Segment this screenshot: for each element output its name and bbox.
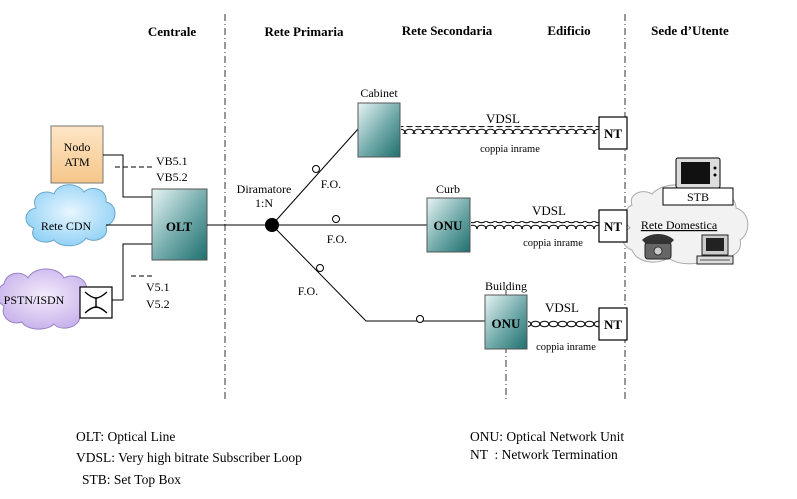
curb-label: Curb bbox=[436, 182, 460, 196]
building-onu-box: ONU bbox=[484, 294, 528, 350]
stb-box: STB bbox=[662, 187, 734, 206]
curb-onu-box: ONU bbox=[426, 197, 471, 253]
building-label: Building bbox=[485, 279, 527, 293]
copper-pair-cabinet bbox=[401, 126, 599, 134]
nodo-atm: Nodo ATM bbox=[50, 125, 104, 184]
olt-label: OLT bbox=[166, 219, 193, 234]
copper-pair-curb bbox=[471, 221, 599, 229]
switch-icon bbox=[79, 286, 113, 319]
nt-box-building: NT bbox=[598, 307, 628, 341]
rete-domestica-label: Rete Domestica bbox=[641, 218, 718, 232]
header-centrale: Centrale bbox=[148, 24, 197, 39]
nt-label-cabinet: NT bbox=[604, 126, 622, 141]
legend-stb: STB: Set Top Box bbox=[82, 472, 181, 487]
legend-nt: NT : Network Termination bbox=[470, 447, 618, 462]
tv-icon bbox=[675, 157, 721, 189]
vdsl-label-curb: VDSL bbox=[532, 203, 566, 218]
legend-vdsl: VDSL: Very high bitrate Subscriber Loop bbox=[76, 450, 302, 465]
header-sede-utente: Sede d’Utente bbox=[651, 23, 729, 38]
vdsl-label-cabinet: VDSL bbox=[486, 111, 520, 126]
nodo-atm-label-1: Nodo bbox=[64, 140, 91, 154]
legend-olt: OLT: Optical Line bbox=[76, 429, 175, 444]
stb-label: STB bbox=[687, 190, 709, 204]
fiber-markers bbox=[312, 165, 424, 323]
vb51-label: VB5.1 bbox=[156, 154, 188, 168]
curb-onu-label: ONU bbox=[434, 218, 464, 233]
telephone-icon bbox=[642, 234, 674, 260]
pstn-isdn-label: PSTN/ISDN bbox=[4, 293, 65, 307]
rete-cdn-label: Rete CDN bbox=[41, 219, 92, 233]
v51-label: V5.1 bbox=[146, 280, 170, 294]
rete-cdn-cloud: Rete CDN bbox=[25, 184, 116, 247]
diramatore-label-2: 1:N bbox=[255, 196, 273, 210]
section-dividers bbox=[224, 14, 626, 400]
coppia-label-curb: coppia inrame bbox=[523, 238, 583, 249]
header-rete-secondaria: Rete Secondaria bbox=[402, 23, 493, 38]
copper-pair-building bbox=[528, 320, 599, 328]
coppia-label-cabinet: coppia inrame bbox=[480, 144, 540, 155]
computer-icon bbox=[696, 234, 734, 265]
header-edificio: Edificio bbox=[547, 23, 590, 38]
fo-label-lower: F.O. bbox=[298, 284, 318, 298]
fo-label-middle: F.O. bbox=[327, 232, 347, 246]
vdsl-label-building: VDSL bbox=[545, 300, 579, 315]
nt-box-cabinet: NT bbox=[598, 116, 628, 150]
nt-box-curb: NT bbox=[598, 209, 628, 243]
nodo-atm-label-2: ATM bbox=[64, 155, 90, 169]
building-onu-label: ONU bbox=[492, 316, 522, 331]
diramatore-label-1: Diramatore bbox=[237, 182, 292, 196]
vb52-label: VB5.2 bbox=[156, 170, 188, 184]
header-rete-primaria: Rete Primaria bbox=[264, 24, 344, 39]
interface-dashes bbox=[115, 166, 152, 277]
v52-label: V5.2 bbox=[146, 297, 170, 311]
fiber-links bbox=[271, 128, 485, 322]
olt-links bbox=[103, 154, 272, 301]
nt-label-curb: NT bbox=[604, 219, 622, 234]
coppia-label-building: coppia inrame bbox=[536, 342, 596, 353]
olt-box: OLT bbox=[151, 188, 208, 261]
pstn-isdn-cloud: PSTN/ISDN bbox=[0, 268, 93, 330]
fo-label-upper: F.O. bbox=[321, 177, 341, 191]
cabinet-box bbox=[357, 102, 401, 158]
nt-label-building: NT bbox=[604, 317, 622, 332]
legend-onu: ONU: Optical Network Unit bbox=[470, 429, 624, 444]
cabinet-label: Cabinet bbox=[360, 86, 398, 100]
